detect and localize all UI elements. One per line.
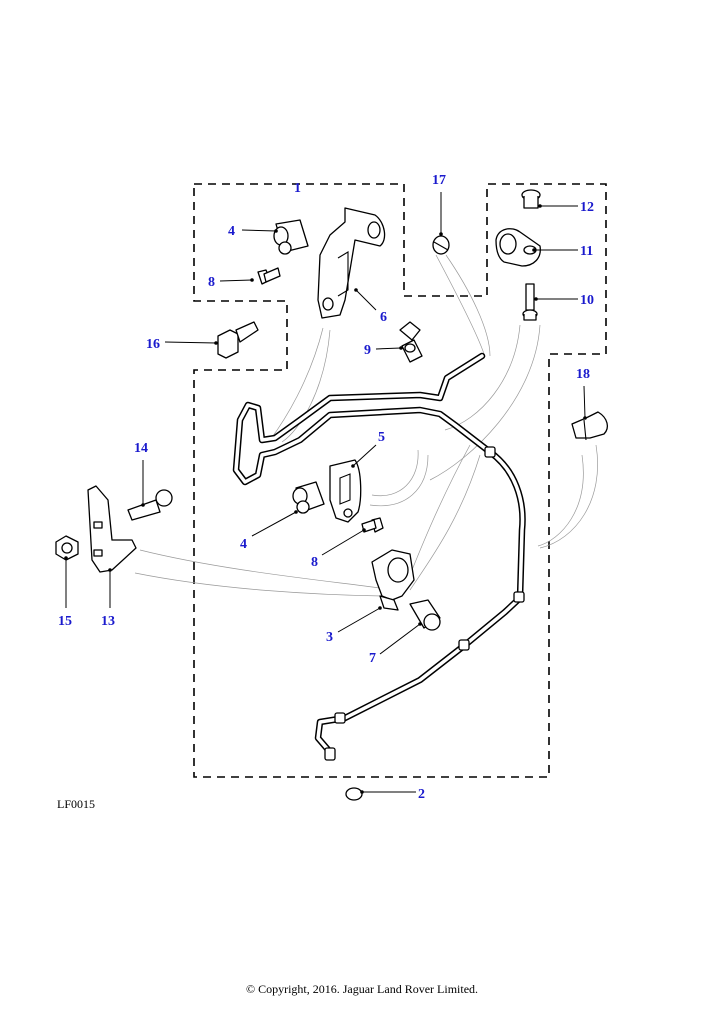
callout-16: 16 — [146, 337, 160, 352]
callout-7: 7 — [369, 651, 376, 666]
copyright-notice: © Copyright, 2016. Jaguar Land Rover Lim… — [245, 982, 479, 996]
clip-part-4-lower — [292, 481, 325, 514]
nut-part-15 — [55, 535, 79, 561]
callout-9: 9 — [364, 343, 371, 358]
grommet-part-7 — [409, 599, 441, 631]
screw-part-8-lower — [361, 517, 384, 533]
bolt-part-14 — [127, 489, 173, 521]
leader-lines — [64, 192, 587, 794]
callout-2: 2 — [418, 787, 425, 802]
callout-8-lower: 8 — [311, 555, 318, 570]
callout-15: 15 — [58, 614, 72, 629]
callout-5: 5 — [378, 430, 385, 445]
seal-part-2 — [345, 787, 363, 801]
clip-part-18 — [571, 411, 609, 441]
bolt-part-10 — [522, 283, 538, 321]
bracket-part-6 — [317, 207, 386, 319]
clip-part-17 — [432, 235, 450, 255]
bolt-part-16 — [217, 321, 259, 359]
callout-11: 11 — [580, 244, 593, 259]
screw-part-8-top — [257, 267, 281, 285]
callout-4-lower: 4 — [240, 537, 247, 552]
callout-14: 14 — [134, 441, 148, 456]
clamp-part-11 — [495, 228, 541, 267]
callout-8-top: 8 — [208, 275, 215, 290]
callout-1: 1 — [294, 181, 301, 196]
grommet-part-12 — [521, 189, 541, 209]
callout-18: 18 — [576, 367, 590, 382]
callout-6: 6 — [380, 310, 387, 325]
clip-part-9 — [399, 321, 423, 363]
callout-13: 13 — [101, 614, 115, 629]
bracket-part-5 — [329, 459, 362, 523]
clamp-part-3 — [371, 549, 415, 611]
clip-part-4-top — [273, 219, 309, 255]
callout-10: 10 — [580, 293, 594, 308]
callout-4-top: 4 — [228, 224, 235, 239]
diagram-reference-code: LF0015 — [57, 797, 96, 811]
callout-17: 17 — [432, 173, 446, 188]
callouts: 1 4 8 6 16 17 12 11 10 9 18 5 14 4 8 15 … — [58, 173, 594, 802]
brake-pipe — [232, 352, 526, 761]
bracket-part-13 — [87, 485, 137, 573]
kit-boundary-main — [193, 183, 607, 778]
callout-12: 12 — [580, 200, 594, 215]
callout-3: 3 — [326, 630, 333, 645]
